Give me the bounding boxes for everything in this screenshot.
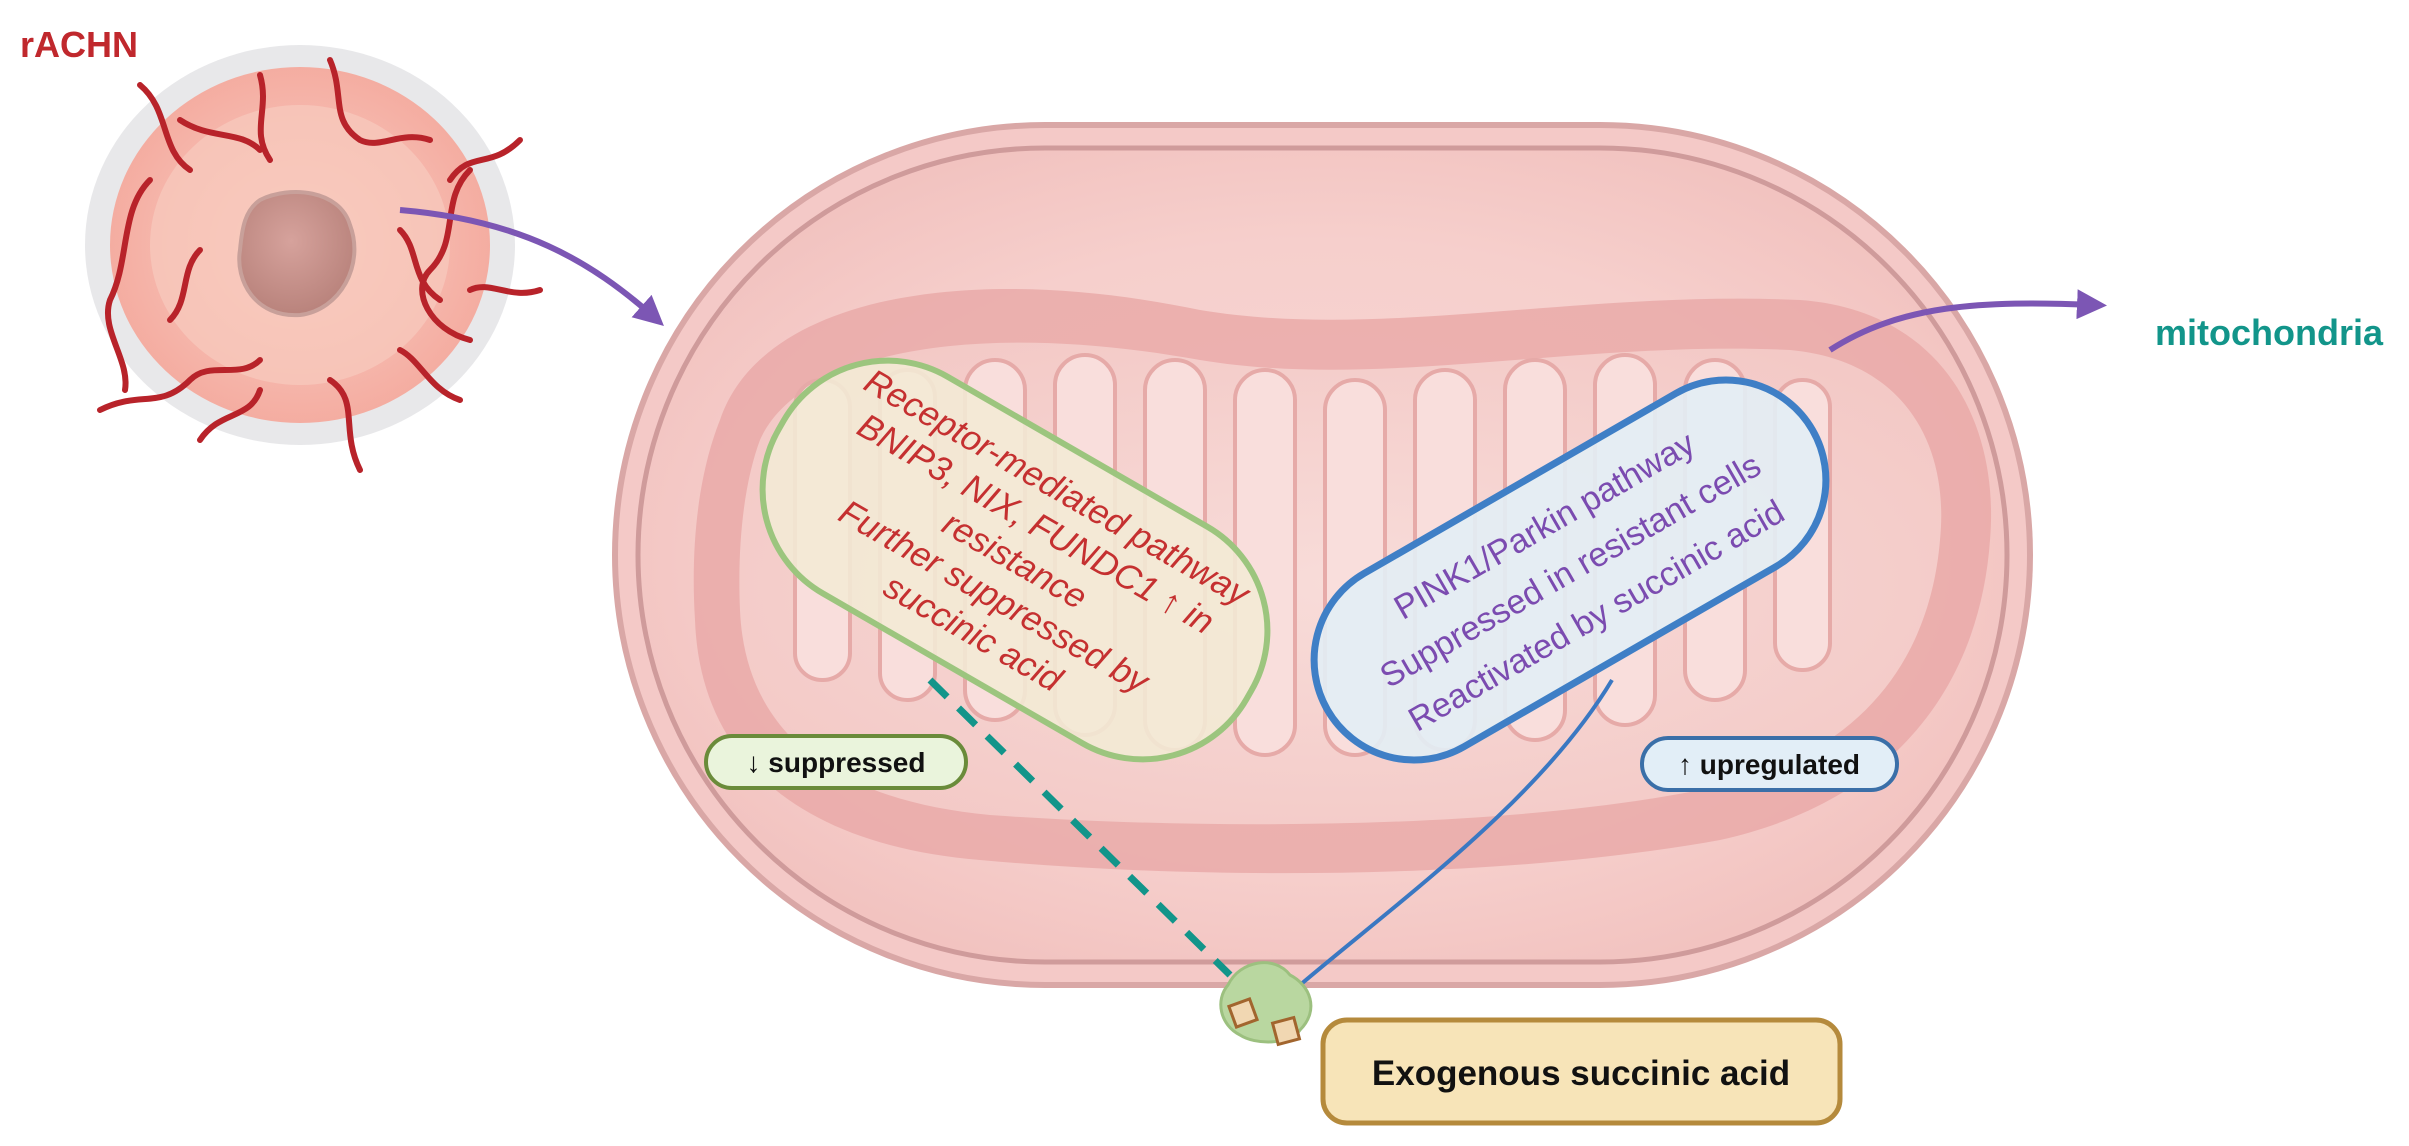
suppression-dashed-line (927, 677, 1233, 978)
mitochondria-label: mitochondria (2155, 312, 2384, 353)
suppressed-badge: ↓ suppressed (704, 734, 968, 790)
upregulated-badge-label: ↑ upregulated (1678, 749, 1860, 780)
tumor-illustration (85, 45, 543, 473)
tumor-label: rACHN (20, 24, 138, 65)
succinic-acid-particle-icon (1219, 961, 1313, 1047)
succinic-acid-label: Exogenous succinic acid (1372, 1054, 1790, 1093)
upregulated-badge: ↑ upregulated (1640, 736, 1899, 792)
suppressed-badge-label: ↓ suppressed (747, 747, 926, 778)
succinic-acid-box: Exogenous succinic acid (1320, 1017, 1843, 1126)
tumor-to-mito-arrow (399, 207, 664, 326)
mito-to-label-arrow (1828, 289, 2107, 353)
reactivation-line (1298, 678, 1614, 987)
